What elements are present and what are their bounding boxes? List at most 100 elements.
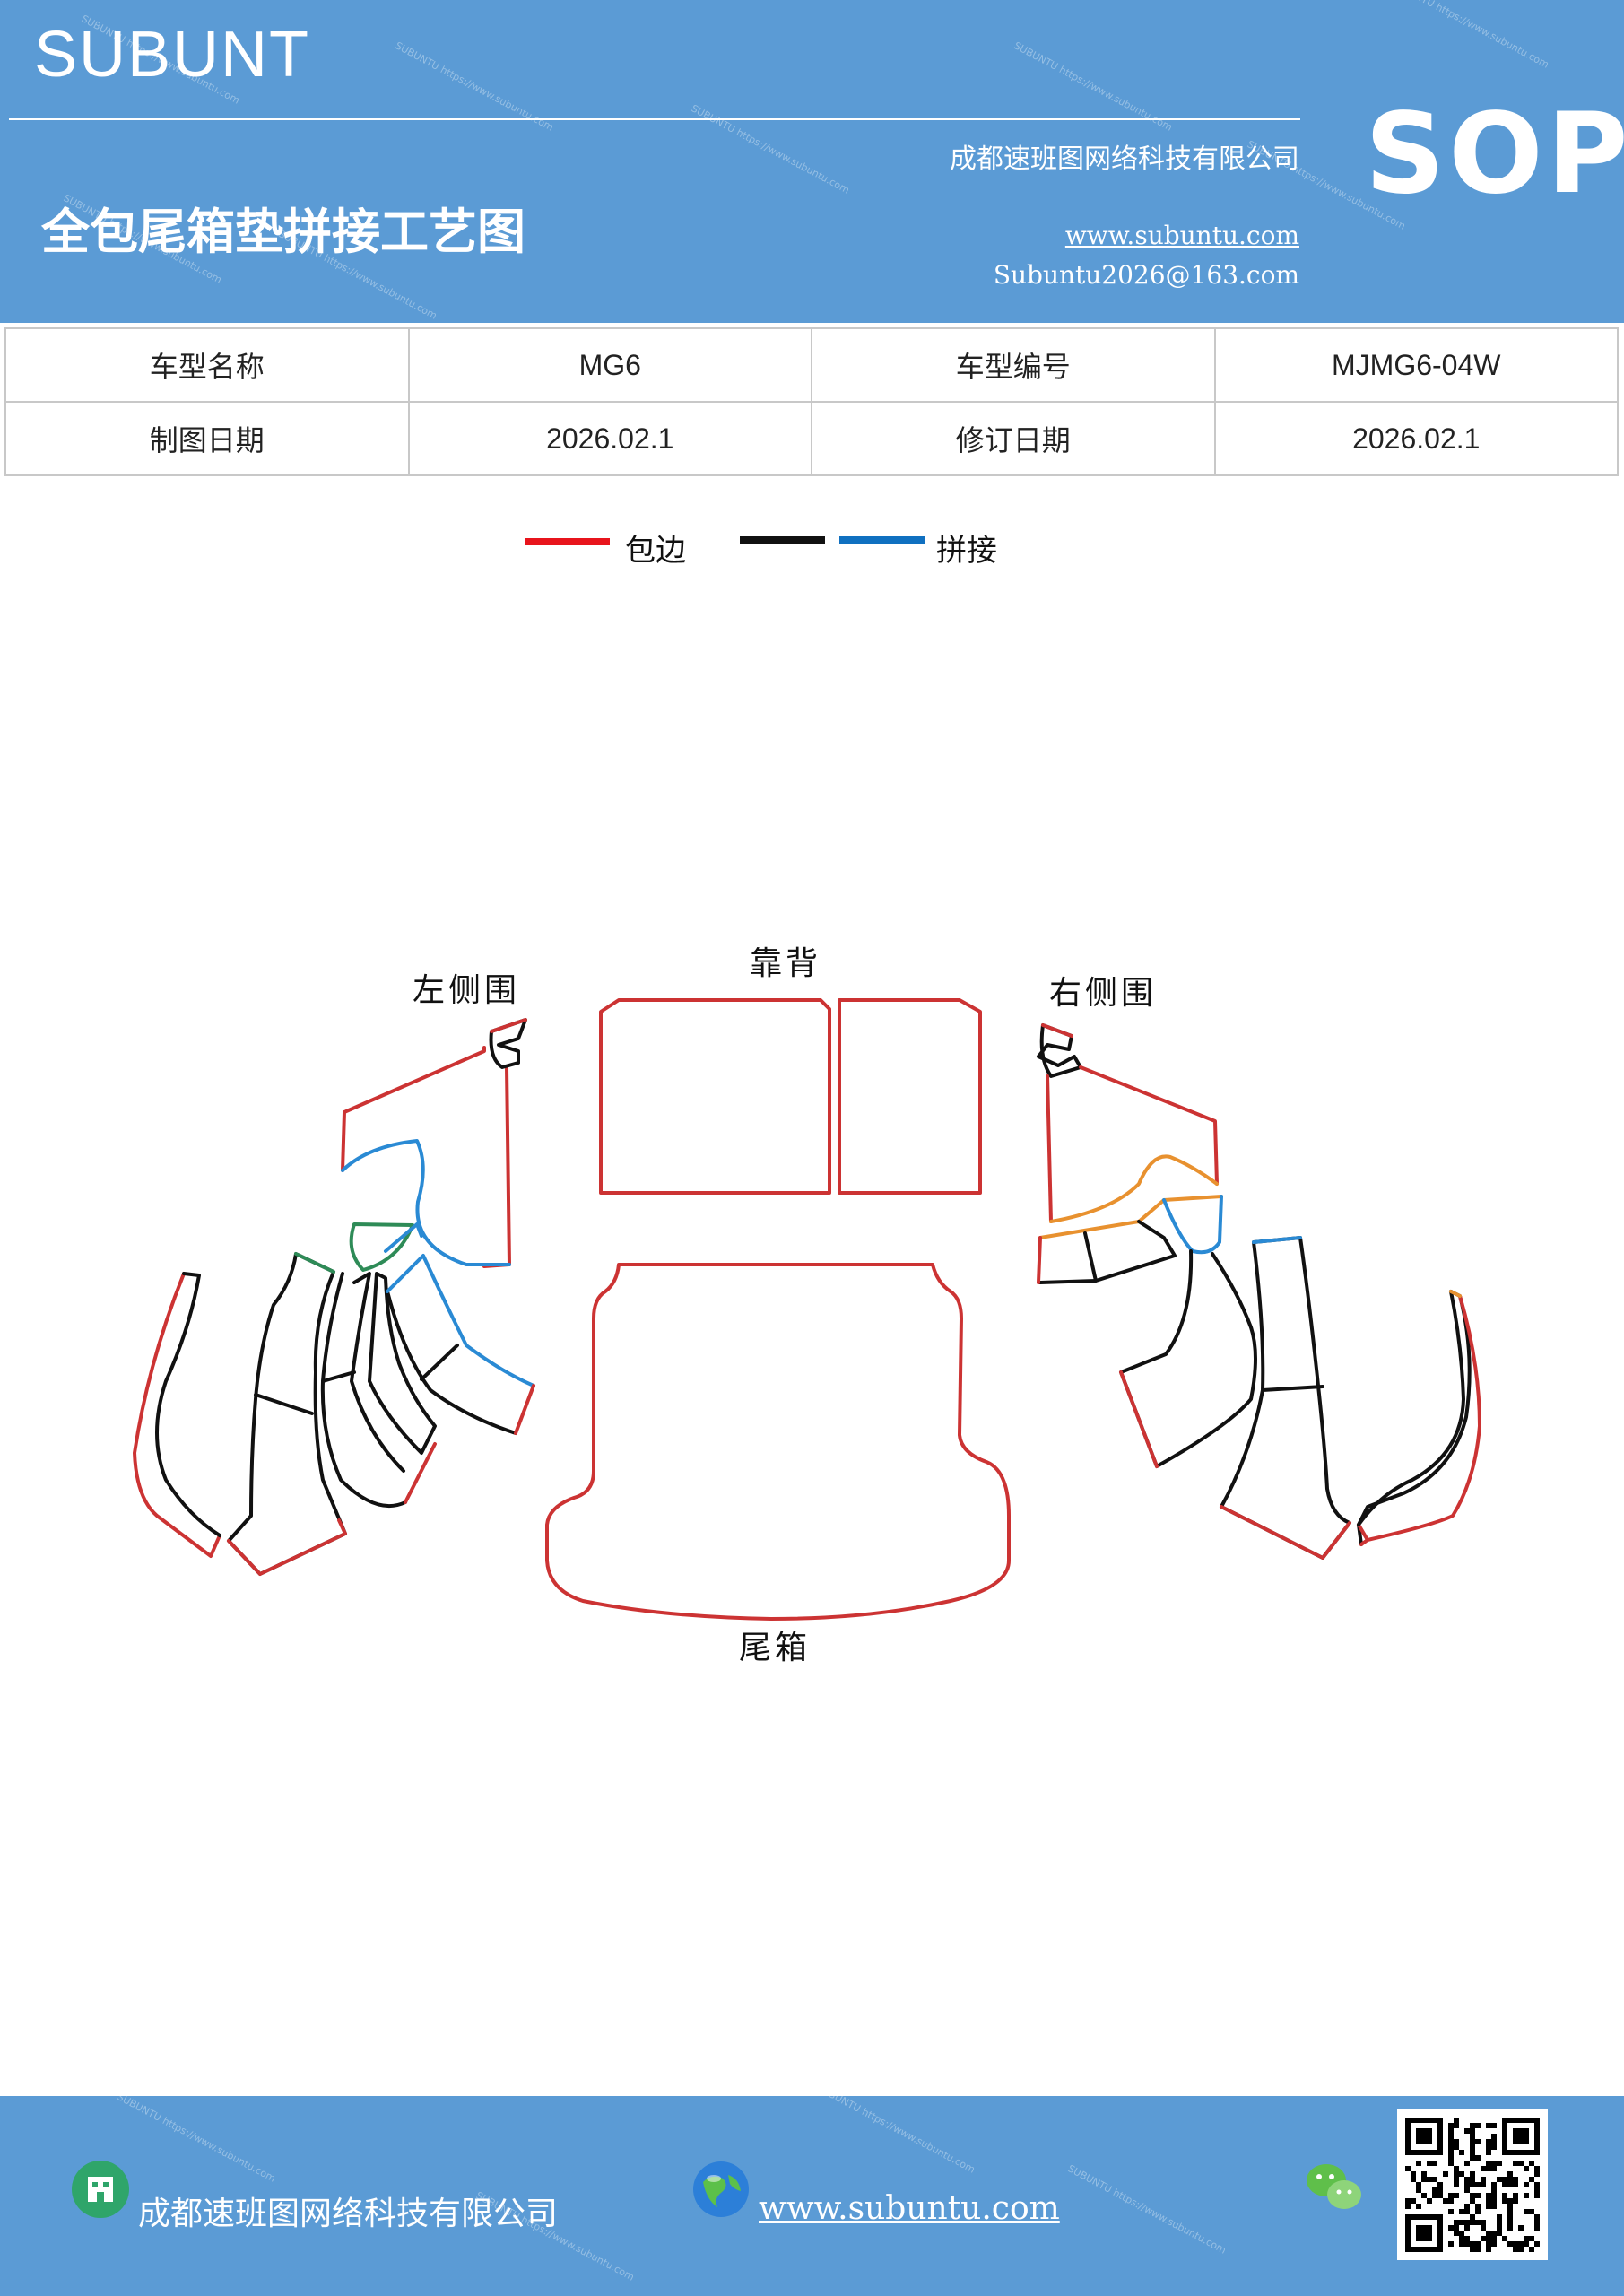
qr-module [1464, 2209, 1470, 2214]
qr-module [1421, 2171, 1427, 2177]
qr-module [1432, 2187, 1437, 2193]
qr-module [1475, 2182, 1481, 2187]
qr-module [1518, 2241, 1524, 2247]
qr-module [1437, 2182, 1443, 2187]
qr-module [1475, 2139, 1481, 2144]
right-tab-piece [1037, 1023, 1082, 1078]
qr-finder [1513, 2128, 1529, 2144]
qr-module [1481, 2166, 1486, 2171]
legend-swatch-black [740, 536, 825, 544]
qr-module [1459, 2236, 1464, 2241]
globe-icon [693, 2161, 749, 2217]
qr-module [1454, 2139, 1459, 2144]
left-side-main-edge [341, 1046, 511, 1268]
qr-module [1518, 2161, 1524, 2166]
left-tab-edge [490, 1018, 527, 1033]
label-right-side: 右侧围 [1049, 975, 1158, 1012]
qr-module [1416, 2182, 1421, 2187]
left-strip-5-blue [386, 1254, 535, 1387]
qr-module [1507, 2177, 1513, 2182]
wechat-icon[interactable] [1305, 2161, 1364, 2214]
qr-module [1491, 2204, 1497, 2209]
qr-module [1448, 2134, 1454, 2139]
qr-module [1454, 2171, 1459, 2177]
qr-module [1518, 2247, 1524, 2252]
qr-module [1486, 2198, 1491, 2204]
qr-module [1470, 2241, 1475, 2247]
model-code-value: MJMG6-04W [1213, 327, 1619, 403]
building-icon [72, 2161, 129, 2218]
qr-module [1486, 2241, 1491, 2247]
qr-module [1497, 2214, 1502, 2220]
qr-module [1513, 2198, 1518, 2204]
qr-module [1497, 2231, 1502, 2236]
qr-module [1507, 2182, 1513, 2187]
qr-module [1448, 2193, 1454, 2198]
qr-module [1502, 2198, 1507, 2204]
model-name-label: 车型名称 [4, 327, 410, 403]
qr-module [1470, 2214, 1475, 2220]
qr-module [1491, 2187, 1497, 2193]
qr-module [1481, 2225, 1486, 2231]
qr-module [1448, 2128, 1454, 2134]
qr-module [1534, 2225, 1540, 2231]
qr-module [1454, 2177, 1459, 2182]
qr-module [1529, 2247, 1534, 2252]
qr-module [1432, 2193, 1437, 2198]
contact-email[interactable]: Subuntu2026@163.com [993, 260, 1299, 290]
qr-module [1470, 2150, 1475, 2155]
qr-module [1502, 2182, 1507, 2187]
label-left-side: 左侧围 [413, 972, 521, 1009]
right-orange-seam-1 [1049, 1154, 1219, 1223]
qr-module [1524, 2209, 1529, 2214]
left-strip-3 [320, 1272, 407, 1509]
qr-module [1486, 2193, 1491, 2198]
qr-module [1529, 2209, 1534, 2214]
left-strip-2 [227, 1252, 347, 1576]
website-link[interactable]: www.subuntu.com [1064, 221, 1299, 250]
qr-module [1475, 2123, 1481, 2128]
watermark: SUBUNTU https://www.subuntu.com [1065, 2162, 1229, 2257]
qr-module [1486, 2204, 1491, 2209]
qr-module [1448, 2225, 1454, 2231]
legend-label-binding: 包边 [625, 533, 686, 569]
qr-module [1470, 2220, 1475, 2225]
legend-swatch-binding [525, 538, 610, 545]
qr-module [1534, 2193, 1540, 2198]
qr-code[interactable] [1397, 2109, 1548, 2260]
qr-module [1486, 2247, 1491, 2252]
qr-module [1502, 2177, 1507, 2182]
qr-module [1491, 2166, 1497, 2171]
left-lower-edge [404, 1442, 437, 1504]
qr-module [1524, 2193, 1529, 2198]
qr-module [1454, 2118, 1459, 2123]
company-name: 成都速班图网络科技有限公司 [950, 144, 1299, 175]
qr-module [1513, 2182, 1518, 2187]
revision-date-value: 2026.02.1 [1213, 401, 1619, 476]
watermark: SUBUNTU https://www.subuntu.com [1388, 0, 1551, 71]
qr-module [1411, 2198, 1416, 2204]
right-strip-3-black [1357, 1290, 1465, 1526]
qr-module [1454, 2166, 1459, 2171]
footer-website-link[interactable]: www.subuntu.com [759, 2190, 1060, 2227]
qr-module [1513, 2193, 1518, 2198]
qr-module [1518, 2225, 1524, 2231]
qr-module [1491, 2139, 1497, 2144]
qr-module [1529, 2177, 1534, 2182]
qr-module [1459, 2150, 1464, 2155]
qr-module [1529, 2236, 1534, 2241]
legend-label-seam: 拼接 [936, 533, 997, 569]
qr-module [1491, 2134, 1497, 2139]
table-row: 制图日期 2026.02.1 修订日期 2026.02.1 [4, 401, 1619, 476]
qr-module [1481, 2220, 1486, 2225]
qr-module [1507, 2204, 1513, 2209]
qr-module [1491, 2231, 1497, 2236]
qr-module [1507, 2225, 1513, 2231]
qr-module [1475, 2155, 1481, 2161]
qr-module [1459, 2209, 1464, 2214]
page-title: 全包尾箱垫拼接工艺图 [41, 204, 525, 260]
qr-module [1464, 2204, 1470, 2209]
qr-module [1470, 2123, 1475, 2128]
qr-module [1475, 2193, 1481, 2198]
qr-module [1534, 2214, 1540, 2220]
